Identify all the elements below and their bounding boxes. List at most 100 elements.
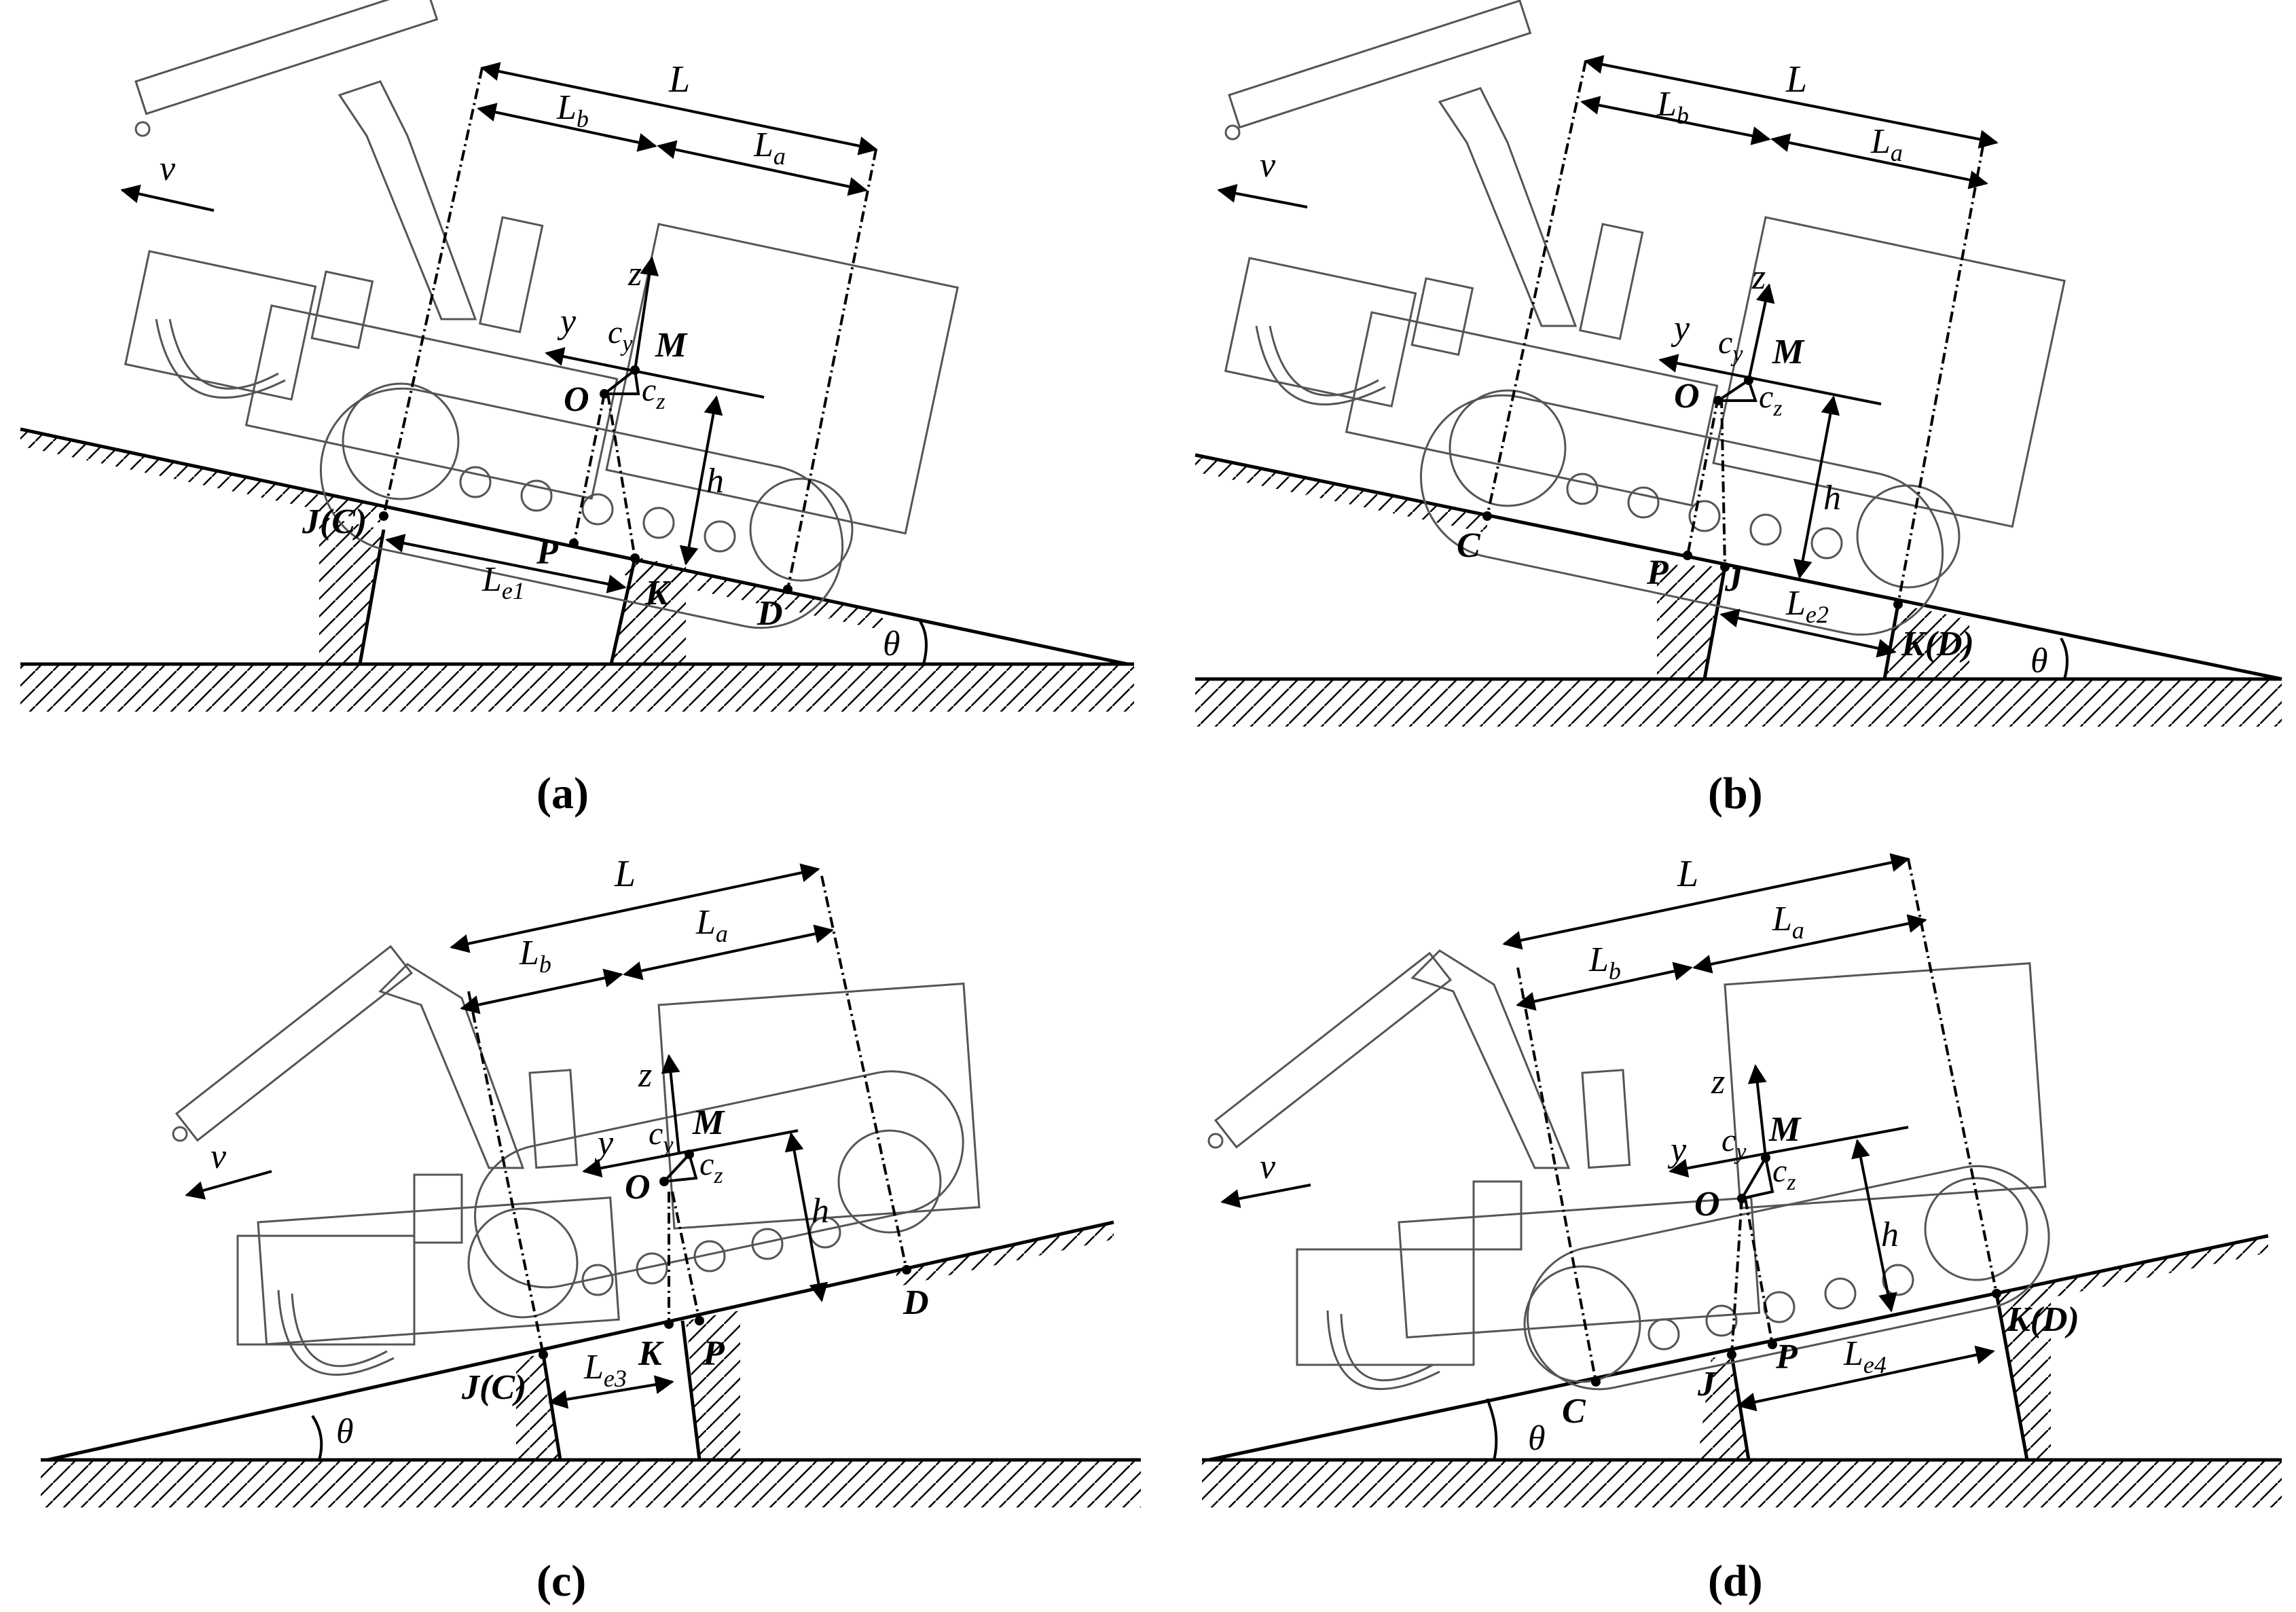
- step-edge-left: [1702, 566, 1727, 680]
- dim-La: [623, 924, 834, 981]
- label-D: K(D): [2006, 1300, 2079, 1339]
- point-O-dot: [600, 389, 609, 399]
- dim-La: [1692, 914, 1927, 974]
- label-P: P: [1775, 1338, 1798, 1376]
- label-cy: cy: [649, 1116, 674, 1158]
- label-L: L: [1785, 58, 1807, 100]
- velocity-arrow: [120, 184, 215, 212]
- label-cz: cz: [1759, 379, 1783, 421]
- step-edge-right: [609, 557, 637, 665]
- label-h: h: [1881, 1215, 1899, 1254]
- label-P: P: [1646, 553, 1669, 592]
- caption-c: (c): [536, 1556, 586, 1606]
- panel-a: L Lb La v z y cy M O cz h P K D J(C) Le1…: [20, 0, 1134, 818]
- label-theta: θ: [2030, 642, 2048, 680]
- label-v: v: [1260, 146, 1276, 185]
- machine: [124, 0, 959, 629]
- dash-C: [382, 67, 484, 517]
- panel-c: L Lb La v z y cy M O cz h K P D J(C) Le3…: [41, 853, 1141, 1606]
- label-J: J: [1697, 1365, 1717, 1404]
- caption-d: (d): [1708, 1556, 1763, 1606]
- step-edge-right: [680, 1320, 701, 1461]
- dim-L: [1584, 55, 1999, 149]
- velocity-arrow: [1220, 1184, 1311, 1208]
- label-Le: Le3: [583, 1348, 627, 1392]
- label-Lb: Lb: [556, 88, 589, 132]
- label-y: y: [594, 1124, 614, 1162]
- label-C: C: [1562, 1392, 1586, 1431]
- dim-Le: [1736, 1345, 1995, 1412]
- label-La: La: [695, 903, 728, 947]
- step-block-right: [1884, 604, 1969, 679]
- step-edge-right: [1994, 1293, 2029, 1461]
- slope-hatch-strip-2: [625, 558, 883, 630]
- label-O: O: [1674, 377, 1700, 416]
- dash-D: [820, 875, 908, 1270]
- label-cz: cz: [642, 372, 666, 414]
- step-block-right: [686, 1311, 740, 1460]
- label-L: L: [614, 853, 636, 895]
- label-P: P: [702, 1334, 725, 1373]
- label-P: P: [536, 533, 559, 572]
- cg-triangle: [1713, 378, 1757, 402]
- dim-Le: [385, 534, 627, 593]
- dim-h: [784, 1132, 828, 1302]
- label-v: v: [211, 1137, 227, 1176]
- dim-Lb: [1516, 961, 1693, 1011]
- dash-OP: [1744, 1198, 1774, 1345]
- label-K: K: [638, 1334, 664, 1373]
- cg-triangle: [1738, 1154, 1774, 1201]
- machine: [172, 945, 981, 1376]
- label-theta: θ: [1528, 1419, 1546, 1458]
- theta-arc: [1486, 1398, 1498, 1461]
- dash-OJ: [1730, 1198, 1743, 1355]
- label-theta: θ: [883, 625, 900, 663]
- dash-OP: [671, 1191, 701, 1321]
- label-h: h: [1823, 479, 1841, 517]
- step-block-right: [1997, 1283, 2051, 1460]
- label-L: L: [1677, 853, 1698, 895]
- axis-y: [1669, 1126, 1909, 1178]
- dim-Lb: [477, 103, 657, 152]
- label-Le: Le2: [1785, 584, 1829, 628]
- dash-C: [1486, 60, 1587, 517]
- dash-C: [1516, 967, 1597, 1382]
- slope-hatch-strip: [1195, 455, 1487, 533]
- dim-h: [679, 395, 723, 566]
- label-z: z: [1711, 1063, 1725, 1101]
- step-edge-left: [358, 529, 386, 665]
- slope-hatch-strip: [896, 1222, 1114, 1287]
- panel-b: L Lb La v z y cy M O cz h P J K(D) C Le2…: [1195, 0, 2282, 818]
- label-M: M: [692, 1103, 725, 1142]
- label-theta: θ: [336, 1412, 354, 1451]
- label-O: O: [625, 1168, 651, 1207]
- theta-arc: [919, 620, 928, 665]
- ground-hatch: [1195, 679, 2282, 727]
- label-z: z: [627, 255, 642, 293]
- dim-La: [657, 140, 868, 196]
- dim-L: [480, 62, 878, 155]
- velocity-arrow: [185, 1170, 272, 1200]
- label-Lb: Lb: [1656, 85, 1689, 129]
- dim-La: [1770, 133, 1988, 189]
- caption-b: (b): [1708, 769, 1763, 818]
- axis-z: [661, 1054, 680, 1155]
- label-cz: cz: [1772, 1153, 1796, 1195]
- label-M: M: [655, 326, 688, 365]
- dash-D: [1897, 145, 1984, 605]
- dim-h: [1793, 395, 1840, 579]
- label-La: La: [753, 126, 786, 170]
- ground-hatch: [41, 1460, 1141, 1507]
- slope-hatch-strip: [2037, 1236, 2268, 1300]
- slope-line: [1195, 453, 2282, 681]
- label-v: v: [160, 149, 176, 188]
- label-y: y: [1667, 1131, 1687, 1169]
- label-O: O: [564, 380, 589, 419]
- ground-hatch: [1202, 1460, 2282, 1507]
- label-K: K: [644, 574, 671, 612]
- dim-h: [1851, 1139, 1897, 1313]
- label-y: y: [1671, 309, 1690, 348]
- label-La: La: [1870, 122, 1903, 166]
- axis-y: [545, 347, 765, 399]
